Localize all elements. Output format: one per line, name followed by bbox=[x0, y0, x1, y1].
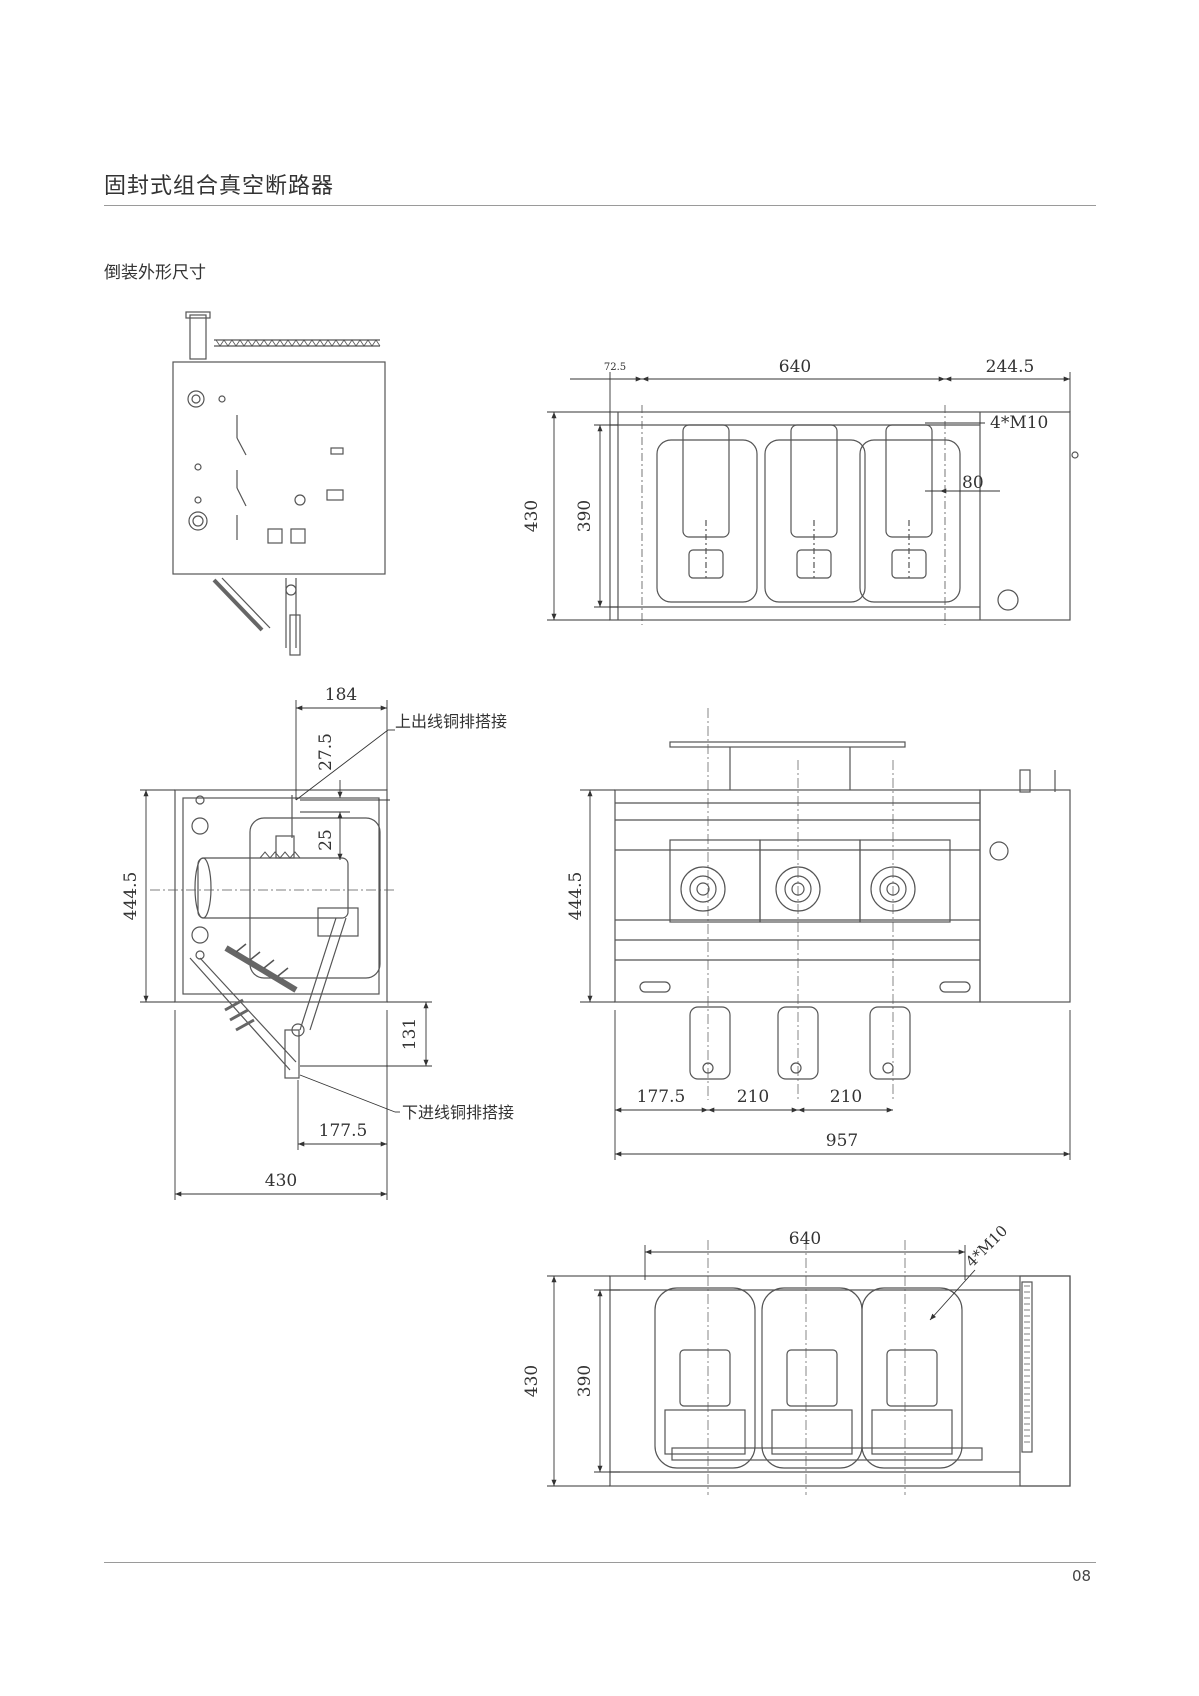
bottom-view-dimensions bbox=[547, 1245, 976, 1487]
bottom-view bbox=[609, 1240, 1071, 1495]
dim-957: 957 bbox=[826, 1131, 858, 1151]
front-view-dimensions bbox=[580, 789, 1071, 1160]
front-view bbox=[614, 708, 1071, 1100]
panel-view bbox=[172, 311, 386, 656]
dim-27-5: 27.5 bbox=[316, 733, 336, 771]
dim-430-side: 430 bbox=[265, 1171, 297, 1191]
dim-131: 131 bbox=[400, 1018, 420, 1050]
page-number: 08 bbox=[1072, 1567, 1092, 1585]
top-view-dimensions bbox=[547, 372, 1071, 621]
side-view bbox=[150, 789, 395, 1079]
dim-430-bottom: 430 bbox=[522, 1365, 542, 1397]
dim-390-bottom: 390 bbox=[575, 1365, 595, 1397]
dim-holes-bottom: 4*M10 bbox=[962, 1222, 1011, 1271]
dim-444-5-front: 444.5 bbox=[566, 872, 586, 921]
dim-444-5-side: 444.5 bbox=[121, 872, 141, 921]
footer-divider bbox=[104, 1562, 1096, 1563]
dim-72-5: 72.5 bbox=[604, 362, 626, 373]
side-view-dimensions bbox=[140, 700, 432, 1200]
dim-holes-top: 4*M10 bbox=[990, 413, 1048, 433]
dim-640-top: 640 bbox=[779, 357, 811, 377]
section-title: 倒装外形尺寸 bbox=[104, 263, 206, 283]
dim-210-b: 210 bbox=[830, 1087, 862, 1107]
dim-177-5-front: 177.5 bbox=[637, 1087, 686, 1107]
top-view bbox=[609, 405, 1079, 625]
label-lower-busbar: 下进线铜排搭接 bbox=[402, 1103, 514, 1122]
dim-390-top: 390 bbox=[575, 500, 595, 532]
dim-25: 25 bbox=[316, 829, 336, 851]
dim-177-5-side: 177.5 bbox=[319, 1121, 368, 1141]
label-upper-busbar: 上出线铜排搭接 bbox=[395, 712, 507, 731]
dim-640-bottom: 640 bbox=[789, 1229, 821, 1249]
header-divider bbox=[104, 205, 1096, 206]
dim-210-a: 210 bbox=[737, 1087, 769, 1107]
page-title: 固封式组合真空断路器 bbox=[104, 174, 335, 199]
dim-184: 184 bbox=[325, 685, 357, 705]
dim-80: 80 bbox=[962, 473, 984, 493]
dim-244-5: 244.5 bbox=[986, 357, 1035, 377]
dim-430-top: 430 bbox=[522, 500, 542, 532]
